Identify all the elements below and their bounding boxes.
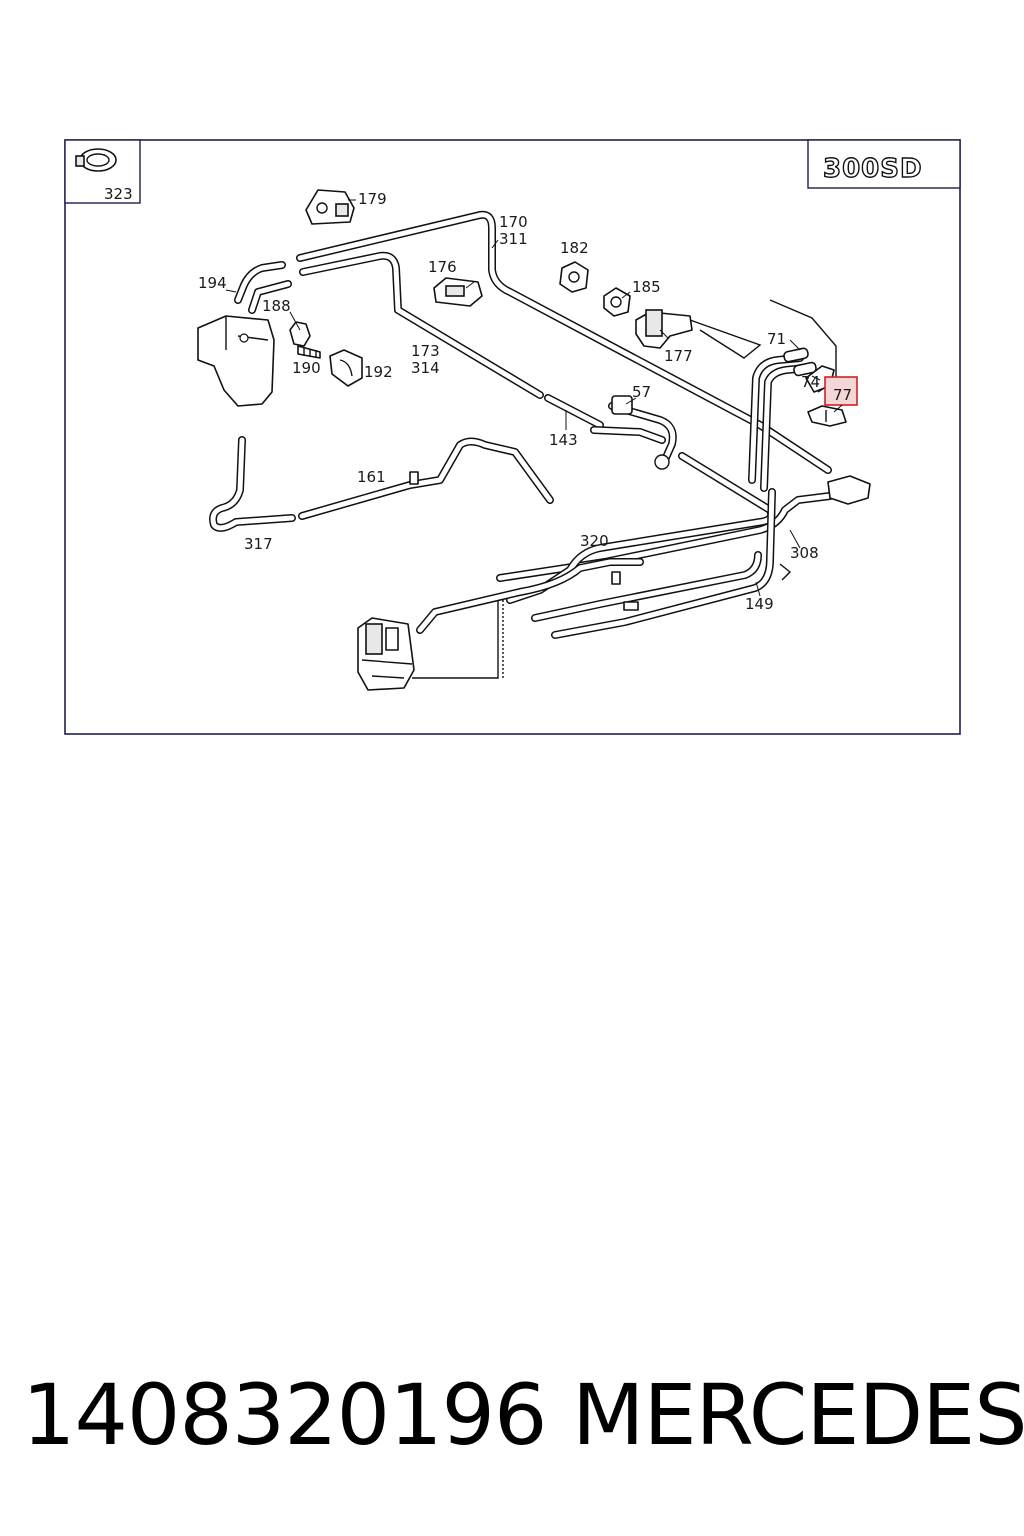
callout-179: 179 — [358, 190, 387, 208]
clip-179 — [305, 189, 355, 225]
callout-190: 190 — [292, 359, 321, 377]
model-badge: 300SD — [823, 154, 923, 184]
model-badge-box — [807, 139, 961, 189]
inset-label: 323 — [104, 185, 133, 203]
t-piece-57 — [590, 395, 677, 470]
footer: 1408320196 MERCEDES — [0, 1360, 1024, 1470]
hose-clamp-icon — [75, 148, 117, 172]
callout-188: 188 — [262, 297, 291, 315]
vacuum-lines — [209, 210, 834, 680]
leader-lines — [225, 199, 843, 597]
callout-173: 173 — [411, 342, 440, 360]
clamp-192 — [329, 349, 363, 387]
clip-320 — [611, 571, 621, 585]
bracket-176 — [433, 277, 483, 307]
callout-194: 194 — [198, 274, 227, 292]
callout-149: 149 — [745, 595, 774, 613]
callout-177: 177 — [664, 347, 693, 365]
callout-77: 77 — [833, 386, 852, 404]
callout-308: 308 — [790, 544, 819, 562]
callout-314: 314 — [411, 359, 440, 377]
callout-311: 311 — [499, 230, 528, 248]
callout-185: 185 — [632, 278, 661, 296]
reservoir-tank — [197, 315, 275, 407]
clip-77 — [807, 405, 847, 427]
callout-57: 57 — [632, 383, 651, 401]
switchover-valve — [357, 617, 415, 691]
part-number: 1408320196 — [22, 1366, 547, 1464]
callout-labels: 179 170 311 182 176 185 194 188 177 71 1… — [198, 190, 852, 613]
parts-diagram: 323 300SD — [64, 139, 961, 735]
callout-192: 192 — [364, 363, 393, 381]
fitting-308 — [779, 475, 871, 581]
clip-149 — [623, 601, 639, 611]
valve-177 — [635, 309, 762, 359]
callout-320: 320 — [580, 532, 609, 550]
callout-143: 143 — [549, 431, 578, 449]
callout-74: 74 — [801, 373, 820, 391]
callout-71: 71 — [767, 330, 786, 348]
diagram-frame — [64, 139, 961, 735]
callout-317: 317 — [244, 535, 273, 553]
callout-182: 182 — [560, 239, 589, 257]
clip-185 — [603, 287, 631, 317]
brand-name: MERCEDES — [572, 1366, 1024, 1464]
callout-176: 176 — [428, 258, 457, 276]
clip-182 — [559, 261, 589, 293]
clip-161 — [409, 471, 419, 485]
callout-77-highlight — [824, 376, 858, 406]
callout-170: 170 — [499, 213, 528, 231]
callout-161: 161 — [357, 468, 386, 486]
